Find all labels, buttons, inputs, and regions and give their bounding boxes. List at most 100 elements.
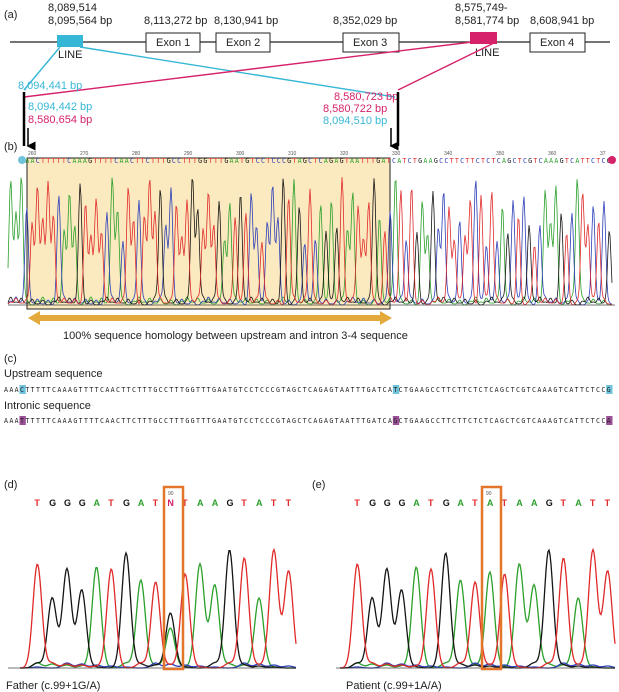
seq-letter: C <box>20 386 24 394</box>
seq-letter: T <box>135 157 139 165</box>
seq-letter: C <box>319 157 323 165</box>
seq-letter: T <box>591 417 595 425</box>
seq-letter: T <box>580 386 584 394</box>
base-call: G <box>79 498 86 508</box>
seq-letter: C <box>564 386 568 394</box>
position-tick: 37 <box>600 151 606 157</box>
seq-letter: C <box>116 417 120 425</box>
seq-letter: T <box>413 157 417 165</box>
seq-letter: T <box>228 386 232 394</box>
seq-letter: T <box>377 386 381 394</box>
seq-letter: T <box>473 386 477 394</box>
seq-letter: T <box>335 417 339 425</box>
seq-letter: A <box>554 157 558 165</box>
base-call: G <box>384 498 391 508</box>
seq-letter: T <box>575 417 579 425</box>
seq-letter: T <box>62 157 66 165</box>
seq-letter: T <box>175 386 179 394</box>
patient-position: 90 <box>486 491 492 497</box>
seq-letter: A <box>549 157 553 165</box>
seq-letter: A <box>111 417 115 425</box>
seq-letter: G <box>185 417 189 425</box>
seq-letter: C <box>132 386 136 394</box>
seq-letter: C <box>172 157 176 165</box>
seq-letter: T <box>591 386 595 394</box>
seq-letter: T <box>207 417 211 425</box>
seq-letter: A <box>78 157 82 165</box>
seq-letter: G <box>191 417 195 425</box>
junction-left-a: 8,094,442 bp <box>28 101 92 113</box>
seq-letter: T <box>109 157 113 165</box>
seq-letter: T <box>93 157 97 165</box>
base-call: A <box>413 498 420 508</box>
seq-letter: C <box>383 386 387 394</box>
seq-letter: A <box>230 157 234 165</box>
seq-letter: G <box>153 417 157 425</box>
seq-letter: C <box>297 386 301 394</box>
seq-letter: A <box>105 417 109 425</box>
seq-letter: A <box>57 417 61 425</box>
homology-arrow-right-head <box>380 311 392 325</box>
trace-T <box>7 177 613 306</box>
position-tick: 320 <box>340 151 349 157</box>
seq-letter: T <box>481 157 485 165</box>
seq-letter: G <box>500 386 504 394</box>
seq-letter: T <box>47 386 51 394</box>
position-tick: 290 <box>184 151 193 157</box>
seq-letter: C <box>452 386 456 394</box>
seq-letter: C <box>585 386 589 394</box>
seq-letter: C <box>36 157 40 165</box>
seq-letter: A <box>235 157 239 165</box>
seq-letter: T <box>201 417 205 425</box>
seq-letter: A <box>4 417 8 425</box>
seq-letter: T <box>356 386 360 394</box>
seq-letter: C <box>159 386 163 394</box>
base-call: T <box>590 498 596 508</box>
junction-left-b: 8,580,654 bp <box>28 114 92 126</box>
seq-letter: T <box>36 386 40 394</box>
seq-letter: C <box>308 157 312 165</box>
seq-letter: C <box>497 157 501 165</box>
seq-letter: T <box>239 386 243 394</box>
base-call: A <box>94 498 101 508</box>
seq-letter: T <box>188 157 192 165</box>
father-variant-box <box>162 485 185 671</box>
seq-letter: C <box>249 386 253 394</box>
trace-G <box>340 548 615 669</box>
chromatogram-b <box>7 177 613 306</box>
base-call: A <box>487 498 494 508</box>
seq-letter: T <box>356 417 360 425</box>
seq-letter: T <box>361 417 365 425</box>
seq-letter: C <box>244 386 248 394</box>
seq-letter: T <box>127 417 131 425</box>
exon1-box <box>145 32 201 53</box>
seq-letter: T <box>492 157 496 165</box>
position-tick: 300 <box>236 151 245 157</box>
exon3-label: Exon 3 <box>353 37 387 49</box>
seq-letter: T <box>292 157 296 165</box>
seq-letter: A <box>569 386 573 394</box>
seq-letter: A <box>83 157 87 165</box>
seq-letter: T <box>450 157 454 165</box>
seq-letter: C <box>505 417 509 425</box>
seq-letter: G <box>185 386 189 394</box>
seq-letter: G <box>276 417 280 425</box>
seq-letter: C <box>159 417 163 425</box>
seq-letter: G <box>329 417 333 425</box>
junction-right-top: 8,580,723 bp <box>334 91 398 103</box>
seq-letter: C <box>308 417 312 425</box>
seq-letter: C <box>164 417 168 425</box>
trace-A <box>7 177 612 306</box>
position-tick: 310 <box>288 151 297 157</box>
seq-letter: T <box>79 386 83 394</box>
base-call: T <box>605 498 611 508</box>
seq-letter: C <box>431 417 435 425</box>
seq-highlight <box>19 416 26 425</box>
seq-letter: T <box>148 417 152 425</box>
seq-letter: T <box>586 157 590 165</box>
seq-letter: A <box>381 157 385 165</box>
seq-letter: T <box>99 157 103 165</box>
panel-d-label: (d) <box>4 479 17 491</box>
seq-letter: G <box>607 386 611 394</box>
